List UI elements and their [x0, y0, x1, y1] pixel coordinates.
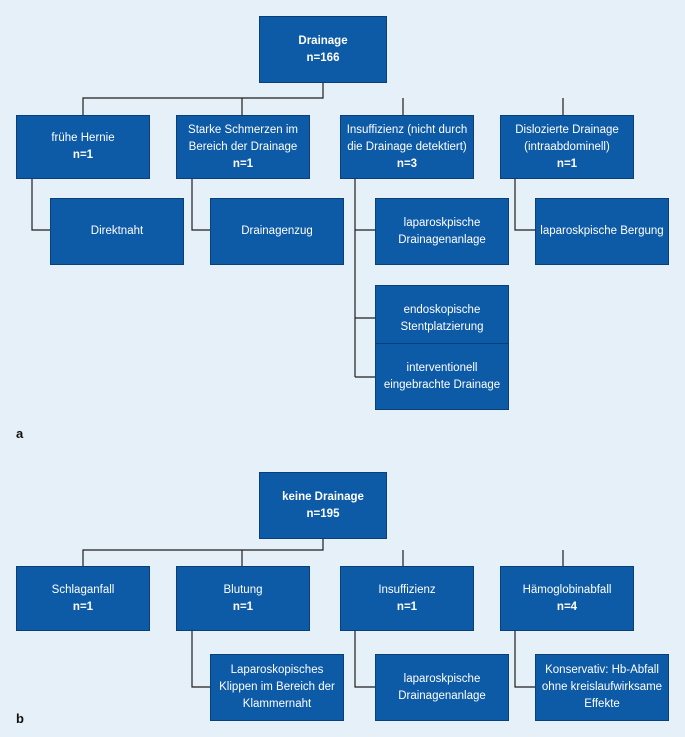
branch-count: n=1 [72, 600, 94, 613]
branch-node-b-4: Hämoglobinabfall n=4 [500, 566, 634, 631]
branch-node-b-2: Blutung n=1 [176, 566, 310, 631]
leaf-node-a-3-3: interventionell eingebrachte Drainage [375, 343, 509, 410]
connector-root-b [82, 538, 564, 566]
leaf-text: interventionell eingebrachte Drainage [383, 361, 501, 391]
branch-node-a-4: Dislozierte Drainage (intraabdominell) n… [500, 115, 634, 179]
leaf-node-a-4: laparoskpische Bergung [535, 198, 669, 265]
connector-branch-b-2 [191, 630, 210, 688]
root-title: Drainage [298, 34, 348, 47]
leaf-text: Konservativ: Hb-Abfall ohne kreislaufwir… [541, 664, 663, 710]
leaf-text: endoskopische Stentplatzierung [400, 303, 484, 333]
branch-count: n=1 [232, 157, 254, 170]
branch-node-a-3: Insuffizienz (nicht durch die Drainage d… [340, 115, 474, 179]
branch-node-a-1: frühe Hernie n=1 [16, 115, 150, 179]
branch-title: Dislozierte Drainage (intraabdominell) [515, 123, 619, 153]
connector-branch-a-3 [354, 178, 375, 378]
panel-label-b: b [16, 711, 24, 726]
leaf-text: Direktnaht [90, 225, 144, 237]
leaf-text: laparoskpische Drainagenanlage [398, 672, 486, 702]
branch-count: n=1 [232, 600, 254, 613]
leaf-text: laparoskpische Bergung [540, 225, 664, 237]
branch-count: n=3 [396, 157, 418, 170]
branch-node-b-3: Insuffizienz n=1 [340, 566, 474, 631]
leaf-node-b-4: Konservativ: Hb-Abfall ohne kreislaufwir… [535, 654, 669, 721]
connector-branch-a-4 [514, 178, 535, 231]
root-node-drainage: Drainage n=166 [259, 16, 387, 83]
panel-label-a: a [16, 426, 24, 441]
branch-title: Blutung [223, 583, 263, 596]
connector-root-a [82, 82, 564, 115]
root-node-keine-drainage: keine Drainage n=195 [259, 472, 387, 539]
branch-title: frühe Hernie [51, 132, 115, 144]
leaf-node-a-3-1: laparoskpische Drainagenanlage [375, 198, 509, 265]
connector-branch-a-2 [191, 178, 210, 231]
branch-title: Starke Schmerzen im Bereich der Drainage [188, 123, 298, 153]
root-count: n=195 [306, 507, 340, 520]
branch-title: Insuffizienz [378, 583, 436, 596]
leaf-node-a-2: Drainagenzug [210, 198, 344, 265]
branch-count: n=1 [72, 149, 94, 161]
connector-branch-b-4 [514, 630, 535, 688]
root-title: keine Drainage [282, 490, 364, 503]
leaf-node-b-2: Laparoskopisches Klippen im Bereich der … [210, 654, 344, 721]
leaf-node-a-1: Direktnaht [50, 198, 184, 265]
branch-node-a-2: Starke Schmerzen im Bereich der Drainage… [176, 115, 310, 179]
leaf-node-b-3: laparoskpische Drainagenanlage [375, 654, 509, 721]
root-count: n=166 [306, 51, 340, 64]
leaf-text: laparoskpische Drainagenanlage [398, 216, 486, 246]
branch-title: Schlaganfall [51, 583, 115, 596]
branch-title: Hämoglobinabfall [522, 583, 612, 596]
branch-count: n=1 [556, 157, 578, 170]
branch-count: n=4 [556, 600, 578, 613]
branch-count: n=1 [396, 600, 418, 613]
connector-branch-a-1 [31, 178, 50, 231]
leaf-node-a-3-2: endoskopische Stentplatzierung [375, 285, 509, 352]
branch-title: Insuffizienz (nicht durch die Drainage d… [346, 123, 468, 153]
leaf-text: Drainagenzug [241, 225, 313, 237]
connector-branch-b-3 [354, 630, 375, 688]
leaf-text: Laparoskopisches Klippen im Bereich der … [219, 664, 335, 710]
branch-node-b-1: Schlaganfall n=1 [16, 566, 150, 631]
